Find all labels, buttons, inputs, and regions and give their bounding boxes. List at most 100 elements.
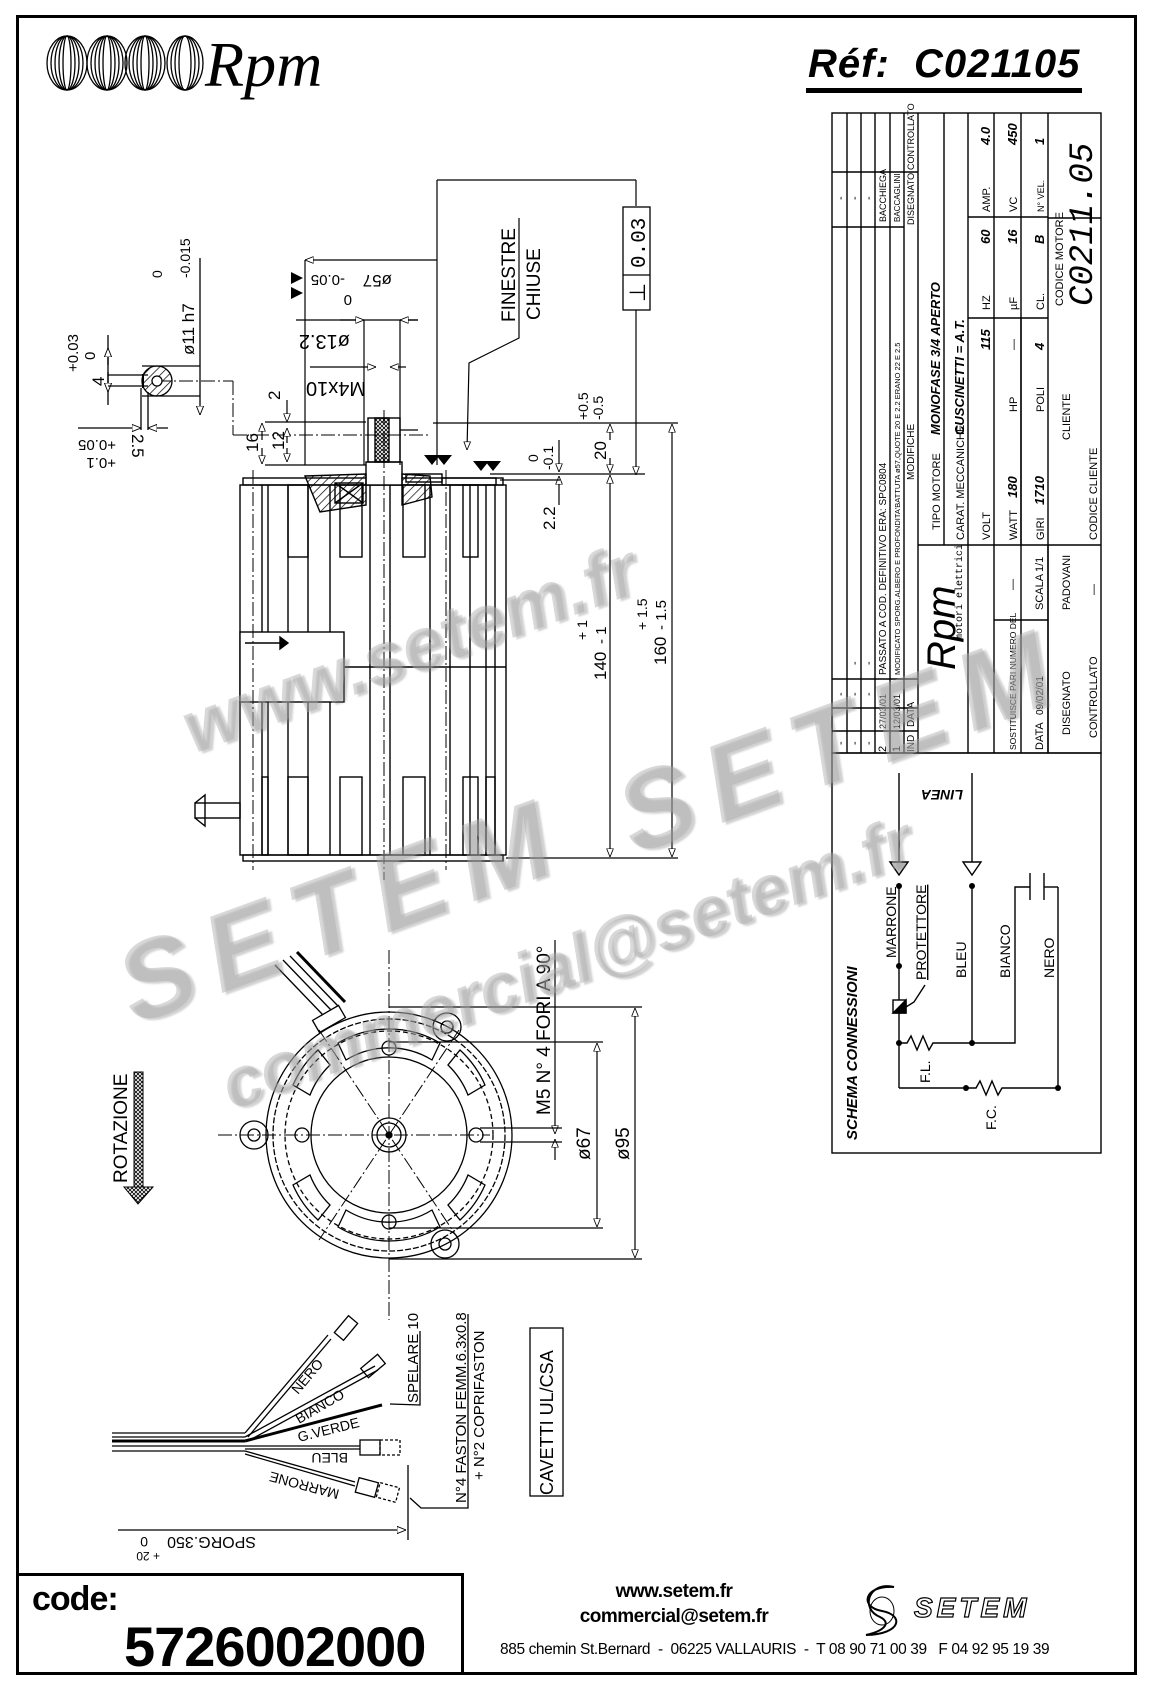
chiuse-note: CHIUSE bbox=[524, 248, 545, 320]
svg-text:CODICE CLIENTE: CODICE CLIENTE bbox=[1088, 448, 1100, 540]
svg-text:CONTROLLATO: CONTROLLATO bbox=[906, 103, 916, 170]
svg-text:+ 1: + 1 bbox=[574, 620, 590, 640]
svg-text:09/02/01: 09/02/01 bbox=[1035, 676, 1046, 715]
svg-text:CL.: CL. bbox=[1035, 293, 1047, 310]
code-label: code: bbox=[32, 1580, 119, 1618]
svg-text:BLEU: BLEU bbox=[311, 1450, 348, 1466]
tipo-motore-value: MONOFASE 3/4 APERTO bbox=[928, 282, 943, 435]
website-link[interactable]: www.setem.fr bbox=[615, 1581, 733, 1602]
company-subtitle: motori elettrici bbox=[954, 544, 966, 640]
svg-text:160: 160 bbox=[651, 637, 670, 665]
rpm-coils-logo-icon bbox=[46, 35, 204, 91]
svg-text:2: 2 bbox=[265, 391, 284, 400]
strip-note: SPELARE 10 bbox=[405, 1313, 422, 1403]
svg-text:F.L.: F.L. bbox=[917, 1060, 933, 1083]
svg-text:B: B bbox=[1032, 235, 1047, 244]
svg-text:- 1: - 1 bbox=[593, 626, 610, 644]
address: 885 chemin St.Bernard - 06225 VALLAURIS … bbox=[500, 1641, 1050, 1658]
motor-side-view bbox=[194, 417, 507, 862]
svg-text:DISEGNATO: DISEGNATO bbox=[906, 173, 916, 225]
svg-text:2.2: 2.2 bbox=[540, 506, 559, 530]
svg-text:DISEGNATO: DISEGNATO bbox=[1061, 671, 1073, 735]
code-value: 5726002000 bbox=[124, 1615, 426, 1678]
shaft-section bbox=[78, 258, 200, 430]
svg-text:450: 450 bbox=[1005, 123, 1020, 146]
svg-text:- 1.5: - 1.5 bbox=[653, 600, 670, 630]
reference-number: Réf: C021105 bbox=[806, 40, 1083, 93]
perpendicularity-frame bbox=[622, 206, 651, 311]
svg-text:1: 1 bbox=[1032, 138, 1047, 145]
svg-text:CONTROLLATO: CONTROLLATO bbox=[1088, 656, 1100, 738]
finestre-note: FINESTRE bbox=[499, 228, 520, 322]
svg-text:16: 16 bbox=[1005, 229, 1020, 244]
svg-text:12/03/01: 12/03/01 bbox=[892, 694, 902, 729]
wiring-schema bbox=[831, 752, 1102, 1154]
svg-text:180: 180 bbox=[1005, 476, 1020, 498]
svg-text:-: - bbox=[849, 196, 861, 200]
svg-text:-: - bbox=[835, 741, 847, 745]
svg-text:CLIENTE: CLIENTE bbox=[1061, 394, 1073, 440]
reference-label: Réf: bbox=[808, 42, 890, 86]
svg-text:27/03/01: 27/03/01 bbox=[878, 694, 888, 729]
svg-text:VOLT: VOLT bbox=[981, 512, 993, 540]
perpendicularity-value: 0.03 bbox=[629, 218, 652, 268]
svg-text:1/1: 1/1 bbox=[1034, 557, 1046, 572]
svg-text:-: - bbox=[863, 661, 875, 665]
svg-text:-0.1: -0.1 bbox=[540, 446, 556, 470]
svg-text:0: 0 bbox=[344, 291, 352, 308]
svg-text:-0.05: -0.05 bbox=[311, 271, 345, 288]
drawing-sheet bbox=[16, 15, 1137, 1675]
svg-text:+0.1: +0.1 bbox=[86, 454, 116, 471]
svg-text:DATA: DATA bbox=[1034, 722, 1046, 750]
svg-text:140: 140 bbox=[591, 652, 610, 680]
svg-text:-: - bbox=[835, 692, 847, 696]
svg-text:—: — bbox=[1007, 579, 1019, 590]
svg-text:0: 0 bbox=[149, 270, 165, 278]
svg-text:NERO: NERO bbox=[1041, 937, 1057, 978]
svg-text:AMP.: AMP. bbox=[981, 187, 993, 212]
svg-text:TIPO MOTORE: TIPO MOTORE bbox=[931, 453, 943, 530]
svg-text:ø13.2: ø13.2 bbox=[299, 330, 350, 352]
reference-value: C021105 bbox=[914, 42, 1081, 86]
svg-text:2.5: 2.5 bbox=[128, 434, 147, 458]
motor-front-view bbox=[239, 950, 513, 1259]
coprifaston-note: + N°2 COPRIFASTON bbox=[471, 1330, 488, 1480]
schema-title: SCHEMA CONNESSIONI bbox=[844, 966, 861, 1140]
svg-text:PROTETTORE: PROTETTORE bbox=[913, 885, 929, 980]
svg-text:SCALA: SCALA bbox=[1034, 573, 1046, 610]
svg-text:BIANCO: BIANCO bbox=[997, 924, 1013, 978]
svg-text:HP: HP bbox=[1008, 397, 1020, 412]
svg-text:2: 2 bbox=[877, 746, 889, 752]
svg-text:60: 60 bbox=[978, 229, 993, 244]
svg-text:VC: VC bbox=[1008, 197, 1020, 212]
svg-text:IND: IND bbox=[906, 735, 917, 752]
svg-text:ø57: ø57 bbox=[363, 271, 392, 290]
svg-text:+0.5: +0.5 bbox=[575, 392, 591, 420]
svg-text:+ 1.5: + 1.5 bbox=[634, 598, 650, 630]
svg-text:N° VEL.: N° VEL. bbox=[1036, 180, 1046, 212]
email-link[interactable]: commercial@setem.fr bbox=[579, 1606, 769, 1627]
title-block bbox=[831, 112, 1102, 754]
svg-text:CARAT. MECCANICHE: CARAT. MECCANICHE bbox=[955, 425, 967, 540]
svg-text:-: - bbox=[863, 196, 875, 200]
svg-text:0: 0 bbox=[525, 454, 541, 462]
footer-contact: www.setem.fr commercial@setem.fr SETEM 8… bbox=[464, 1573, 1137, 1675]
surface-finish-icon bbox=[291, 272, 501, 471]
dim-95: ø95 bbox=[613, 1127, 634, 1160]
cable-bundle bbox=[112, 1314, 564, 1540]
svg-text:WATT: WATT bbox=[1008, 510, 1020, 540]
svg-text:16: 16 bbox=[243, 433, 262, 452]
svg-text:-: - bbox=[863, 692, 875, 696]
cable-length: SPORG.350 bbox=[167, 1533, 256, 1550]
perpendicularity-symbol: ⊥ bbox=[625, 283, 650, 302]
svg-text:BACCHIEGA: BACCHIEGA bbox=[878, 169, 888, 222]
svg-text:CODICE MOTORE: CODICE MOTORE bbox=[1054, 212, 1066, 306]
setem-logo-text: SETEM bbox=[914, 1592, 1030, 1623]
svg-text:MODIFICHE: MODIFICHE bbox=[906, 424, 917, 480]
svg-text:µF: µF bbox=[1008, 297, 1020, 310]
svg-text:115: 115 bbox=[978, 329, 993, 350]
svg-text:POLI: POLI bbox=[1035, 387, 1047, 412]
svg-text:GIRI: GIRI bbox=[1035, 517, 1047, 540]
svg-text:PASSATO A COD. DEFINITIVO ERA:: PASSATO A COD. DEFINITIVO ERA: SPC0804 bbox=[878, 462, 889, 675]
